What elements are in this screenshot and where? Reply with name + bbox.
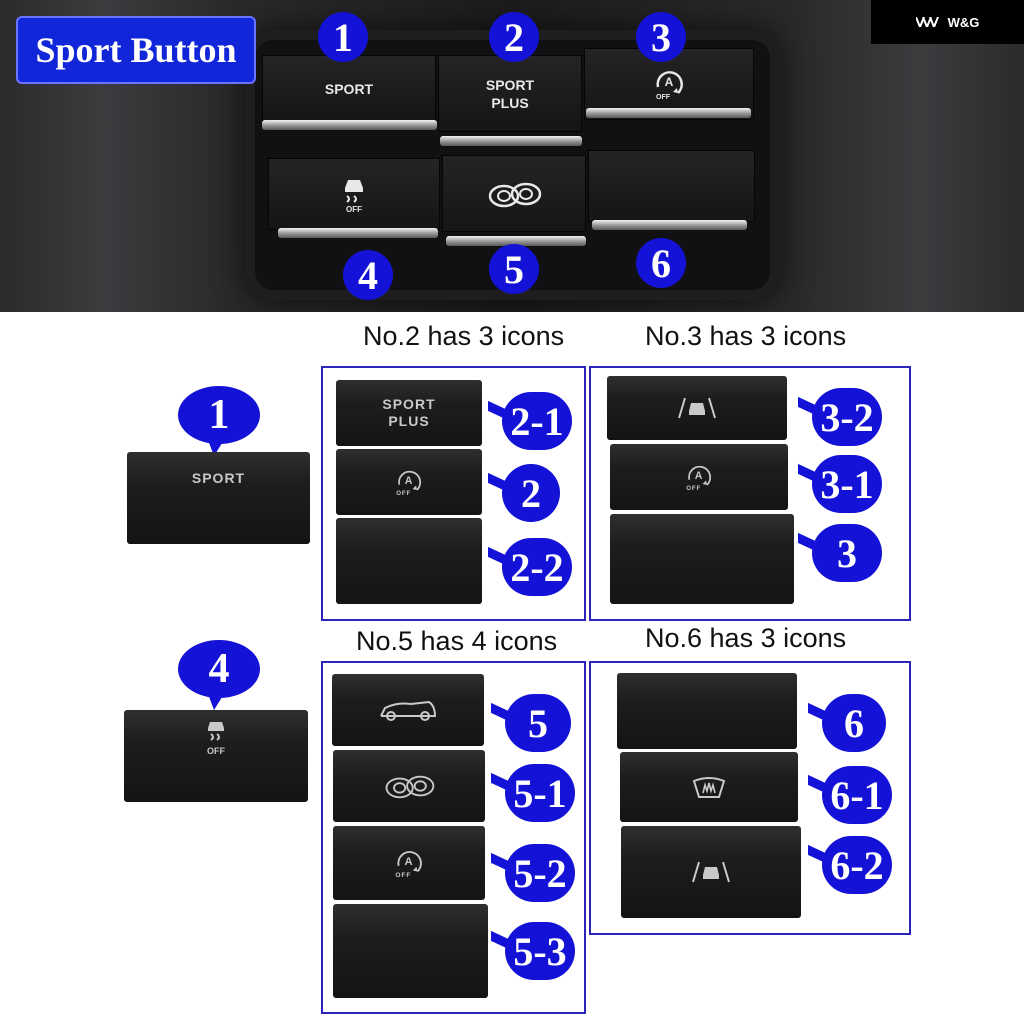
tag-6-2: 6-2 bbox=[822, 836, 892, 894]
wg-logo-icon bbox=[915, 17, 939, 27]
single-key-traction-off: OFF bbox=[124, 710, 308, 802]
svg-text:OFF: OFF bbox=[656, 94, 671, 101]
group-5-title: No.5 has 4 icons bbox=[356, 626, 558, 656]
tag-5-2: 5-2 bbox=[505, 844, 575, 902]
tag-2-2: 2-2 bbox=[502, 538, 572, 596]
tag-3-2: 3-2 bbox=[812, 388, 882, 446]
exhaust-icon bbox=[479, 178, 549, 210]
tag-2-1: 2-1 bbox=[502, 392, 572, 450]
sport-plus-label-1: SPORT bbox=[485, 76, 535, 93]
console-sport-button: SPORT bbox=[262, 55, 436, 122]
svg-text:A: A bbox=[404, 856, 413, 868]
key-5-1-exhaust bbox=[333, 750, 485, 822]
chrome-trim-1 bbox=[262, 120, 437, 130]
svg-text:A: A bbox=[695, 470, 704, 482]
sport-label: SPORT bbox=[324, 80, 374, 97]
console-number-1: 1 bbox=[318, 12, 368, 62]
console-number-3: 3 bbox=[636, 12, 686, 62]
key-6-1-windshield bbox=[620, 752, 798, 822]
tag-6: 6 bbox=[822, 694, 886, 752]
svg-text:A: A bbox=[405, 475, 414, 487]
brand-logo: W&G bbox=[871, 0, 1024, 44]
console-number-4: 4 bbox=[343, 250, 393, 300]
chrome-trim-3 bbox=[586, 108, 751, 118]
tag-4: 4 bbox=[178, 640, 260, 710]
single-key-sport-label: SPORT bbox=[191, 470, 246, 486]
tag-5-3: 5-3 bbox=[505, 922, 575, 980]
chrome-trim-5 bbox=[446, 236, 586, 246]
console-number-2: 2 bbox=[489, 12, 539, 62]
traction-off-icon: OFF bbox=[339, 174, 369, 214]
exhaust-icon bbox=[376, 771, 442, 801]
tag-2: 2 bbox=[502, 464, 560, 522]
key-3-2-lane-car bbox=[607, 376, 787, 440]
key-2-1-label-1: SPORT bbox=[382, 396, 436, 412]
chrome-trim-2 bbox=[440, 136, 582, 146]
single-key-sport: SPORT bbox=[127, 452, 310, 544]
lane-car-icon bbox=[675, 397, 719, 419]
a-off-icon: A OFF bbox=[394, 467, 424, 497]
console-sport-plus-button: SPORT PLUS bbox=[438, 55, 582, 132]
key-6-blank bbox=[617, 673, 797, 749]
traction-off-icon bbox=[202, 718, 230, 746]
key-2-2-blank bbox=[336, 518, 482, 604]
brand-logo-text: W&G bbox=[947, 14, 980, 30]
svg-text:A: A bbox=[665, 75, 674, 89]
tag-3: 3 bbox=[812, 524, 882, 582]
group-2-title: No.2 has 3 icons bbox=[363, 321, 565, 351]
console-photo: SPORT SPORT PLUS A OFF OFF 1 2 3 4 5 6 Sp… bbox=[0, 0, 1024, 312]
suspension-car-icon bbox=[377, 698, 439, 722]
svg-text:OFF: OFF bbox=[686, 485, 701, 492]
page-title-text: Sport Button bbox=[35, 30, 237, 70]
key-3-blank bbox=[610, 514, 794, 604]
key-2-1-label-2: PLUS bbox=[388, 413, 430, 429]
console-number-6: 6 bbox=[636, 238, 686, 288]
key-5-3-blank bbox=[333, 904, 488, 998]
console-exhaust-button bbox=[442, 155, 586, 232]
tag-3-1: 3-1 bbox=[812, 455, 882, 513]
a-off-icon: A OFF bbox=[652, 67, 686, 101]
svg-text:OFF: OFF bbox=[395, 872, 411, 879]
console-blank-button bbox=[588, 150, 755, 222]
key-2-a-off: A OFF bbox=[336, 449, 482, 515]
tag-5: 5 bbox=[505, 694, 571, 752]
a-off-icon: A OFF bbox=[393, 847, 425, 879]
console-number-5: 5 bbox=[489, 244, 539, 294]
single-key-off-label: OFF bbox=[207, 746, 225, 756]
group-3-title: No.3 has 3 icons bbox=[645, 321, 847, 351]
key-6-2-lane-car bbox=[621, 826, 801, 918]
lane-car-icon bbox=[689, 861, 733, 883]
a-off-icon: A OFF bbox=[684, 462, 714, 492]
key-5-2-a-off: A OFF bbox=[333, 826, 485, 900]
chrome-trim-4 bbox=[278, 228, 438, 238]
group-6-title: No.6 has 3 icons bbox=[645, 623, 847, 653]
chrome-trim-6 bbox=[592, 220, 747, 230]
sport-plus-label-2: PLUS bbox=[491, 94, 529, 111]
key-5-suspension-car bbox=[332, 674, 484, 746]
windshield-defrost-icon bbox=[691, 775, 727, 799]
tag-5-1: 5-1 bbox=[505, 764, 575, 822]
svg-text:OFF: OFF bbox=[346, 205, 362, 214]
page-title: Sport Button bbox=[16, 16, 256, 84]
tag-6-1: 6-1 bbox=[822, 766, 892, 824]
key-2-1-sport-plus: SPORT PLUS bbox=[336, 380, 482, 446]
svg-text:OFF: OFF bbox=[396, 490, 411, 497]
console-traction-off-button: OFF bbox=[268, 158, 440, 230]
tag-1: 1 bbox=[178, 386, 260, 456]
key-3-1-a-off: A OFF bbox=[610, 444, 788, 510]
